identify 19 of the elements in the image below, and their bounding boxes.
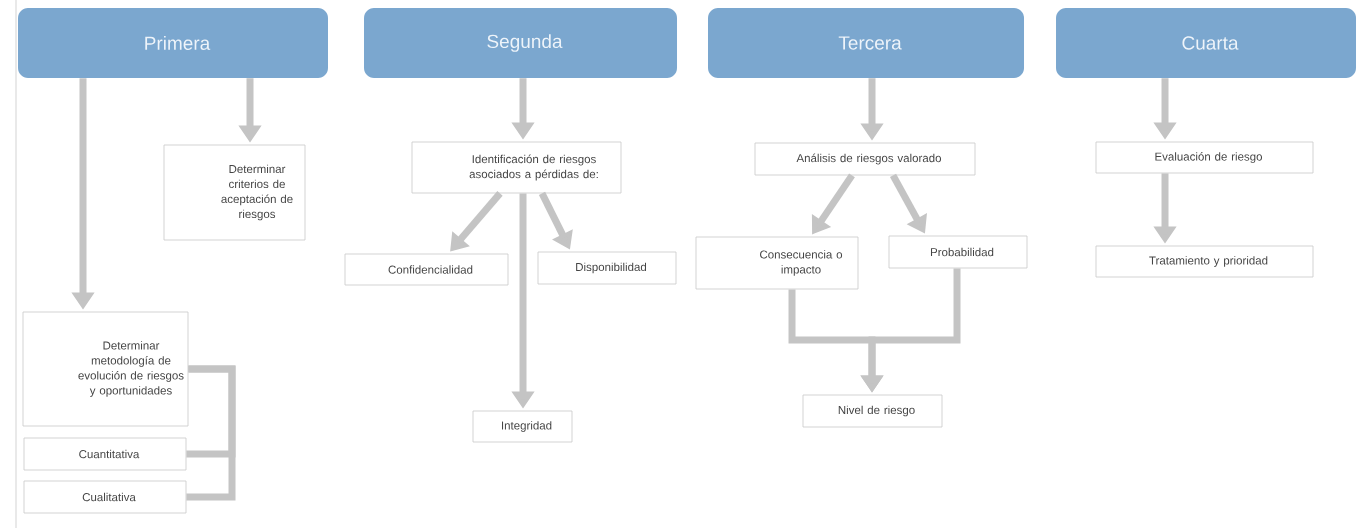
bracket-connector xyxy=(186,365,236,501)
process-box: Integridad xyxy=(472,410,573,443)
process-box: Nivel de riesgo xyxy=(802,394,943,428)
process-box: Probabilidad xyxy=(888,235,1028,269)
stage-header: Primera xyxy=(18,8,328,78)
process-box: Cuantitativa xyxy=(23,437,187,471)
process-box: Tratamiento y prioridad xyxy=(1095,245,1314,278)
process-box: Cualitativa xyxy=(23,480,187,514)
process-box: Determinar criterios de aceptación de riesgos xyxy=(163,144,306,241)
process-box: Evaluación de riesgo xyxy=(1095,141,1314,174)
stage-header: Segunda xyxy=(364,8,677,78)
process-box: Determinar metodología de evolución de riesgos y oportunidades xyxy=(22,311,189,427)
process-box: Identificación de riesgos asociados a pérdidas de: xyxy=(411,141,622,194)
stage-header: Cuarta xyxy=(1056,8,1356,78)
stage-header: Tercera xyxy=(708,8,1024,78)
process-box: Disponibilidad xyxy=(537,251,677,285)
process-box: Análisis de riesgos valorado xyxy=(754,142,976,176)
process-box: Confidencialidad xyxy=(344,253,509,286)
process-box: Consecuencia o impacto xyxy=(695,236,859,290)
